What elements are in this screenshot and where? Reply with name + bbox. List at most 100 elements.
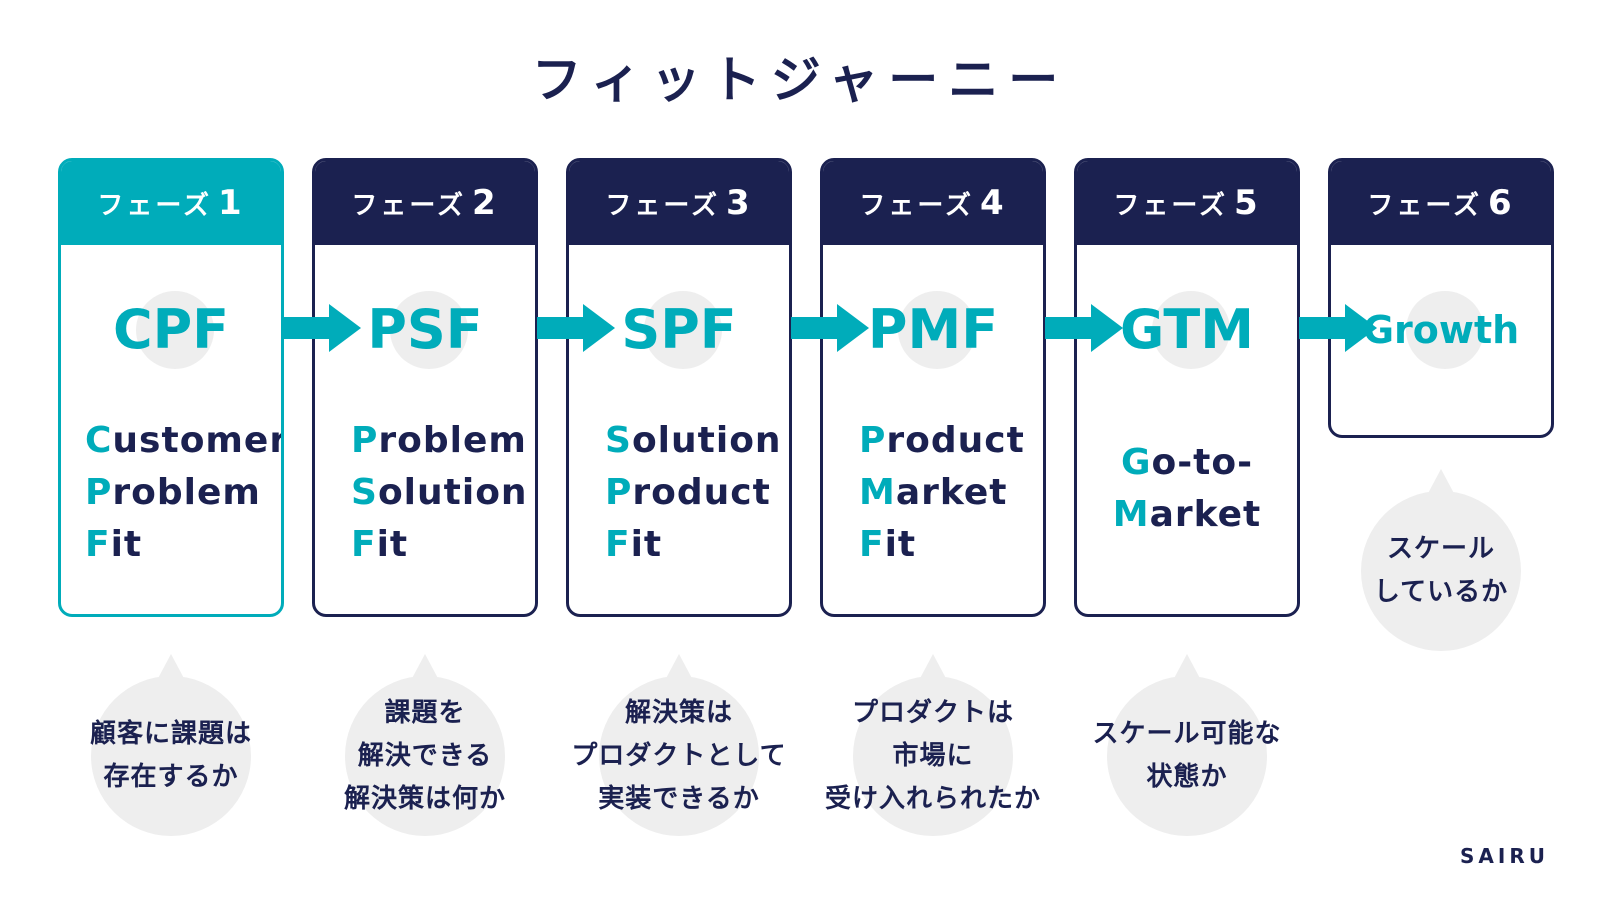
phase-label: フェーズ [859,190,975,221]
question-line: 課題を [384,697,466,728]
question-line: 存在するか [103,762,239,792]
word-initial: G [1120,442,1152,483]
question-line: 実装できるか [598,783,760,814]
question-bubble-5: スケール可能な 状態か [1092,654,1280,836]
phase-label: フェーズ [351,190,467,221]
word-rest: it [376,524,409,565]
word-initial: P [605,472,633,513]
fullname-word: Fit [351,519,535,571]
fullname-word: Fit [859,519,1043,571]
brand-logo: SAIRU [1460,844,1549,868]
word-initial: F [85,524,111,565]
question-line: スケール可能な [1092,719,1282,749]
phase-fullname: Solution Product Fit [569,415,789,571]
phase-number: 5 [1234,183,1261,223]
question-line: プロダクトは [851,697,1014,728]
phase-label: フェーズ [1367,190,1483,221]
fullname-word: Product [605,467,789,519]
word-initial: P [85,472,113,513]
question-line: スケール [1386,534,1495,564]
abbr-circle-decoration [1152,291,1230,369]
phase-number: 3 [726,183,753,223]
phase-number: 1 [218,183,245,223]
right-arrow-icon [283,304,361,352]
word-rest: olution [377,472,528,513]
question-line: 顧客に課題は [89,719,252,749]
phase-abbreviation: PMF [867,298,999,361]
phase-abbreviation: GTM [1120,298,1254,361]
fullname-word: Go-to- [1077,437,1297,489]
abbr-circle-decoration [898,291,976,369]
question-line: 状態か [1146,762,1228,792]
right-arrow-icon [537,304,615,352]
question-bubble-6: スケール しているか [1361,469,1521,651]
question-line: 解決策は何か [343,783,506,814]
question-bubble-1: 顧客に課題は 存在するか [89,654,252,836]
word-rest: roduct [886,420,1025,461]
abbr-circle-decoration [644,291,722,369]
word-rest: roduct [632,472,771,513]
abbr-circle-decoration [136,291,214,369]
phase-label: フェーズ [605,190,721,221]
phase-abbreviation: PSF [367,298,483,361]
phase-fullname: Go-to- Market [1077,415,1297,541]
phase-number: 4 [980,183,1007,223]
word-rest: it [110,524,143,565]
phase-number: 6 [1488,183,1515,223]
word-rest: arket [895,472,1008,513]
word-initial: P [351,420,379,461]
phase-abbreviation: SPF [621,298,737,361]
phase-abbreviation: CPF [112,298,230,361]
fullname-word: Market [1077,489,1297,541]
word-initial: S [351,472,378,513]
word-initial: F [351,524,377,565]
phase-fullname: Problem Solution Fit [315,415,535,571]
fullname-word: Solution [605,415,789,467]
fullname-word: Market [859,467,1043,519]
question-line: 解決できる [357,740,493,771]
fullname-word: Problem [351,415,535,467]
fullname-word: Fit [605,519,789,571]
phase-fullname: Customer Problem Fit [61,415,281,571]
abbr-circle-decoration [1406,291,1484,369]
word-initial: F [605,524,631,565]
question-line: プロダクトとして [571,740,787,771]
word-rest: roblem [378,420,527,461]
bubble-circle [91,676,251,836]
word-initial: S [605,420,632,461]
question-line: しているか [1373,577,1509,607]
fullname-word: Problem [85,467,281,519]
bubble-circle [345,676,505,836]
word-rest: olution [631,420,782,461]
right-arrow-icon [791,304,869,352]
word-initial: M [1112,494,1150,535]
phase-label: フェーズ [97,190,213,221]
fullname-word: Customer [85,415,281,467]
bubble-circle [1361,491,1521,651]
fullname-word: Product [859,415,1043,467]
bubble-circle [599,676,759,836]
phase-number: 2 [472,183,499,223]
question-line: 市場に [892,740,974,771]
question-bubble-4: プロダクトは 市場に 受け入れられたか [825,654,1040,836]
right-arrow-icon [1299,304,1377,352]
word-rest: it [630,524,663,565]
abbr-circle-decoration [390,291,468,369]
word-rest: it [884,524,917,565]
word-initial: P [859,420,887,461]
question-line: 受け入れられたか [824,783,1041,814]
fullname-word: Solution [351,467,535,519]
question-bubble-3: 解決策は プロダクトとして 実装できるか [571,654,786,836]
word-rest: roblem [112,472,261,513]
word-initial: F [859,524,885,565]
bubble-circle [1107,676,1267,836]
